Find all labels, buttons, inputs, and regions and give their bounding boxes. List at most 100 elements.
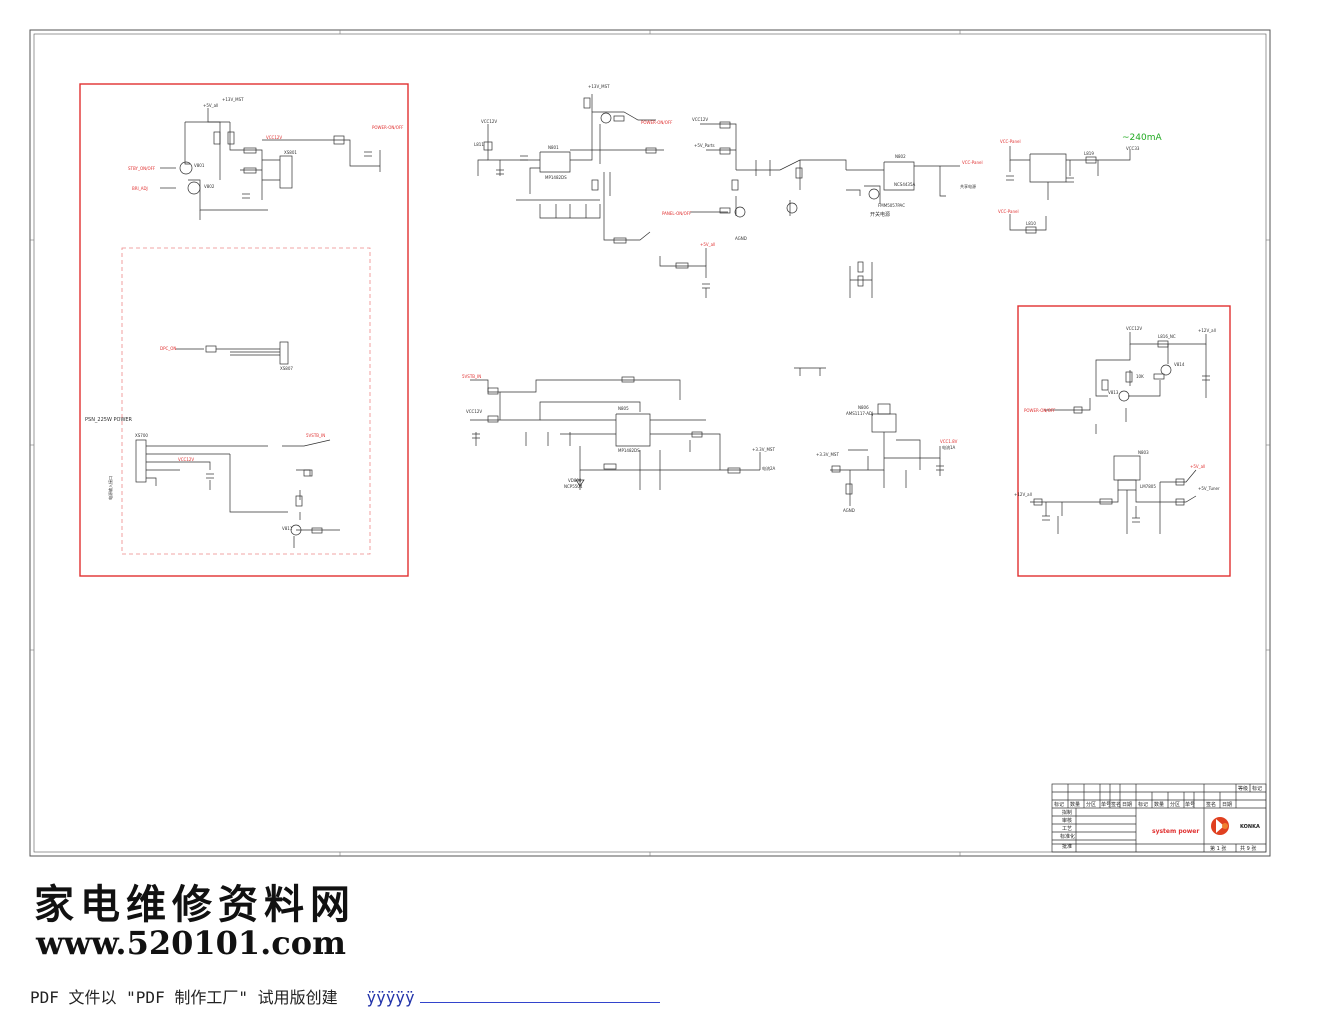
- top-ref-ncs: NCS4435A: [894, 182, 916, 187]
- left-ref-xs807: XS807: [280, 366, 293, 371]
- site-name: 家电维修资料网: [34, 881, 356, 928]
- tb-row-label: 标准化: [1060, 833, 1075, 840]
- left-ref-v801: V801: [194, 163, 205, 168]
- top-ref-fmm: FMM5057PAC: [878, 203, 905, 208]
- mid-net-33v-b: +3.3V_MST: [816, 452, 839, 457]
- right-ref-r832: 10K: [1136, 374, 1144, 379]
- right-net-12v: +12V_all: [1198, 328, 1216, 333]
- top-note-panel: 共享电源: [960, 183, 976, 189]
- top-ref-n802: N802: [895, 154, 906, 159]
- left-ref-xs801: XS801: [284, 150, 297, 155]
- tb-headers: 标记 数量 分区 单号 签名 日期 标记 数量 分区 单号 签名 日期: [1054, 801, 1232, 808]
- top-ref-l819: L819: [1084, 151, 1094, 156]
- left-inner-dashed-frame: [121, 247, 371, 555]
- mid-ref-mp2: MP1482DS: [618, 448, 640, 453]
- mid-note-33: 电流2A: [762, 465, 776, 471]
- right-ref-l816: L816_NC: [1158, 334, 1176, 339]
- top-net-vcc-panel-b: VCC-Panel: [1000, 139, 1021, 144]
- top-regulator-section: VCC12V N801 MP1482DS L811 +13V_MST POWER…: [474, 84, 1162, 376]
- pdf-note-text: PDF 文件以 "PDF 制作工厂" 试用版创建: [30, 988, 338, 1007]
- right-net-vcc12: VCC12V: [1126, 326, 1142, 331]
- right-ref-n803: N803: [1138, 450, 1149, 455]
- top-net-vcc-panel-c: VCC-Panel: [998, 209, 1019, 214]
- mid-ref-n805: N805: [618, 406, 629, 411]
- left-ref-v811: V811: [282, 526, 293, 531]
- tb-header: 签名: [1111, 801, 1121, 808]
- top-agnd: AGND: [735, 236, 747, 241]
- top-note-current: ~240mA: [1122, 133, 1162, 143]
- tb-brand: KONKA: [1240, 824, 1260, 830]
- left-ref-v802: V802: [204, 184, 215, 189]
- mid-ref-n806: N806: [858, 405, 869, 410]
- tb-header: 标记: [1138, 801, 1148, 808]
- tb-header: 单号: [1185, 801, 1195, 808]
- right-block-frame: [1017, 305, 1231, 577]
- right-net-power: POWER-ON/OFF: [1024, 408, 1056, 413]
- tb-corner-mark: 标记: [1252, 785, 1262, 792]
- top-net-vcc12: VCC12V: [481, 119, 497, 124]
- right-ref-lm7805: LM7805: [1140, 484, 1156, 489]
- top-ref-l810: L810: [1026, 221, 1036, 226]
- left-net-vcc12: VCC12V: [266, 135, 282, 140]
- left-net-stby: STBY_ON/OFF: [128, 166, 156, 171]
- pdf-link-underline: [420, 1002, 660, 1003]
- tb-row-label: 审核: [1062, 817, 1072, 824]
- pdf-link[interactable]: ÿÿÿÿÿ: [366, 988, 415, 1007]
- mid-net-33v: +3.3V_MST: [752, 447, 775, 452]
- pdf-note: PDF 文件以 "PDF 制作工厂" 试用版创建 ÿÿÿÿÿ: [30, 984, 415, 1008]
- left-power-block: +13V_MST +5V_all STBY_ON/OFF BRI_ADJ VCC…: [79, 83, 409, 577]
- tb-header: 单号: [1101, 801, 1111, 808]
- left-net-5v-all: +5V_all: [203, 103, 218, 108]
- tb-header: 分区: [1170, 801, 1180, 808]
- top-note-ic: 开关电源: [870, 211, 890, 218]
- tb-header: 日期: [1122, 802, 1132, 808]
- tb-header: 签名: [1206, 801, 1216, 808]
- mid-net-vcc18: VCC1.8V: [940, 439, 958, 444]
- tb-row-label: 拟制: [1062, 809, 1072, 816]
- top-net-vcc-panel: VCC-Panel: [962, 160, 983, 165]
- title-block: 等级 标记 标记 数量 分区 单号 签名 日期 标记 数量 分区 单号 签名 日…: [1051, 783, 1267, 853]
- top-ref-mp: MP1482DS: [545, 175, 567, 180]
- top-net-vcc12-b: VCC12V: [692, 117, 708, 122]
- top-net-vcc33: VCC33: [1126, 146, 1140, 151]
- tb-row-label: 批准: [1062, 843, 1072, 850]
- left-net-dpc: DPC_ON: [160, 346, 176, 351]
- mid-net-5vstb: 5VSTB_IN: [462, 374, 481, 379]
- tb-header: 数量: [1070, 801, 1080, 808]
- frame-ticks: [30, 30, 1270, 856]
- right-net-5v: +5V_all: [1190, 464, 1205, 469]
- middle-regulator-section: 5VSTB_IN VCC12V N805 MP1482DS VD800 NCP5…: [462, 374, 958, 513]
- top-ref-l811: L811: [474, 142, 484, 147]
- right-ref-v813: V813: [1108, 390, 1119, 395]
- tb-header: 日期: [1222, 802, 1232, 808]
- left-connector-label: PSN_225W POWER: [85, 417, 133, 423]
- top-net-5v-parts: +5V_Parts: [694, 143, 715, 148]
- top-net-panel-on: PANEL-ON/OFF: [662, 211, 692, 216]
- tb-header: 分区: [1086, 801, 1096, 808]
- left-net-13v: +13V_MST: [222, 97, 244, 102]
- tb-header: 标记: [1054, 801, 1064, 808]
- right-ref-v814: V814: [1174, 362, 1185, 367]
- site-url[interactable]: www.520101.com: [36, 924, 346, 962]
- right-net-5v-tuner: +5V_Tuner: [1198, 486, 1220, 491]
- right-power-block: VCC12V +12V_all L816_NC V814 V813 10K PO…: [1014, 305, 1231, 577]
- mid-note-18: 电流1A: [942, 444, 956, 450]
- tb-header: 数量: [1154, 801, 1164, 808]
- tb-title: system power: [1152, 828, 1199, 835]
- tb-sheet-no: 第 1 张: [1210, 845, 1226, 852]
- right-net-12v-b: +12V_all: [1014, 492, 1032, 497]
- top-net-5v-all: +5V_all: [700, 242, 715, 247]
- mid-ref-vd800: VD800: [568, 478, 582, 483]
- mid-ref-ncp: NCP5504: [564, 484, 583, 489]
- left-block-frame: [79, 83, 409, 577]
- tb-rows: 拟制 审核 工艺 标准化 批准: [1060, 809, 1075, 850]
- top-net-power: POWER-ON/OFF: [641, 120, 673, 125]
- top-net-13v: +13V_MST: [588, 84, 610, 89]
- left-net-power: POWER-ON/OFF: [372, 125, 404, 130]
- tb-sheet-total: 共 9 张: [1240, 845, 1256, 852]
- left-net-bri: BRI_ADJ: [132, 186, 148, 191]
- top-ref-n801: N801: [548, 145, 559, 150]
- konka-logo-icon: [1211, 817, 1229, 835]
- left-connector-ref: XS700: [135, 433, 148, 438]
